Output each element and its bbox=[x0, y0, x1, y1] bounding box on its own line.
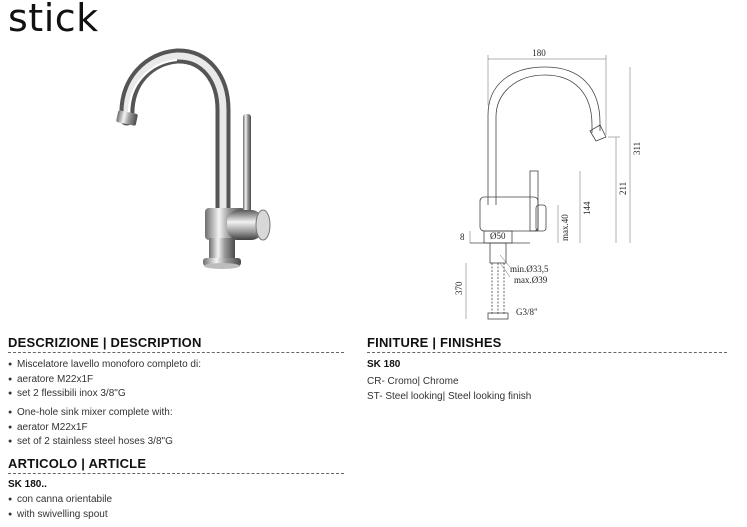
description-en-line: One-hole sink mixer complete with: bbox=[8, 406, 173, 421]
technical-drawing: 180 311 211 144 max.40 Ø50 8 min.Ø33,5 m… bbox=[454, 48, 642, 320]
product-photo bbox=[116, 48, 271, 269]
description-heading: DESCRIZIONE | DESCRIPTION bbox=[8, 335, 202, 350]
description-list-en: One-hole sink mixer complete with: aerat… bbox=[8, 406, 173, 450]
description-it-line: aeratore M22x1F bbox=[8, 373, 201, 388]
finishes-rule bbox=[367, 352, 727, 353]
description-it-line: Miscelatore lavello monoforo completo di… bbox=[8, 358, 201, 373]
dim-hole-max: max.Ø39 bbox=[514, 275, 548, 285]
dim-base-d: Ø50 bbox=[490, 231, 506, 241]
dim-height-total: 311 bbox=[632, 142, 642, 155]
article-rule bbox=[8, 473, 344, 474]
finishes-heading: FINITURE | FINISHES bbox=[367, 335, 502, 350]
dim-base-h: 8 bbox=[460, 232, 465, 242]
article-list: con canna orientabile with swivelling sp… bbox=[8, 493, 112, 522]
description-rule bbox=[8, 352, 344, 353]
description-list-it: Miscelatore lavello monoforo completo di… bbox=[8, 358, 201, 402]
description-it-line: set 2 flessibili inox 3/8"G bbox=[8, 387, 201, 402]
dim-hole-min: min.Ø33,5 bbox=[510, 264, 549, 274]
dim-max-deck: max.40 bbox=[560, 214, 570, 241]
dim-hose-length: 370 bbox=[454, 281, 464, 295]
finish-steel: ST- Steel looking| Steel looking finish bbox=[367, 391, 532, 402]
product-title: stick bbox=[8, 0, 99, 40]
article-item: with swivelling spout bbox=[8, 508, 112, 523]
article-heading: ARTICOLO | ARTICLE bbox=[8, 456, 147, 471]
description-en-line: aerator M22x1F bbox=[8, 421, 173, 436]
article-code: SK 180.. bbox=[8, 479, 47, 490]
article-item: con canna orientabile bbox=[8, 493, 112, 508]
dim-thread: G3/8" bbox=[516, 307, 538, 317]
finishes-code: SK 180 bbox=[367, 359, 401, 370]
finish-chrome: CR- Cromo| Chrome bbox=[367, 376, 459, 387]
dim-height-spout: 211 bbox=[618, 182, 628, 195]
description-en-line: set of 2 stainless steel hoses 3/8"G bbox=[8, 435, 173, 450]
dim-width: 180 bbox=[532, 48, 546, 58]
dim-height-body: 144 bbox=[582, 201, 592, 215]
